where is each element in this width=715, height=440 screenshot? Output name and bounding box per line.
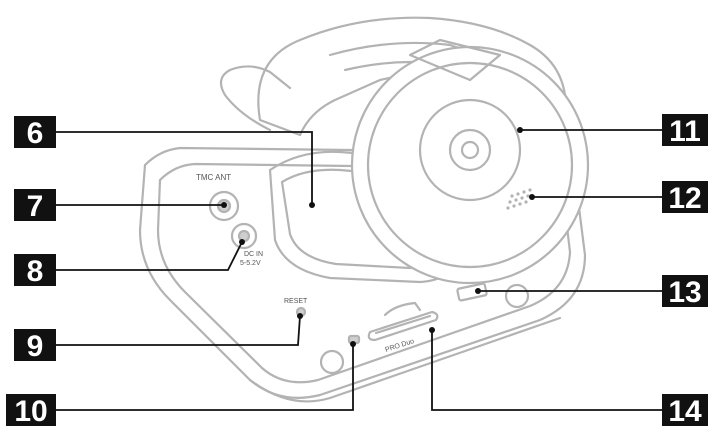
svg-text:9: 9 bbox=[27, 330, 44, 363]
dc-in-label-line2: 5-5.2V bbox=[240, 260, 261, 267]
device-illustration bbox=[138, 16, 590, 403]
leader-endpoints bbox=[221, 127, 535, 347]
callout-10: 10 bbox=[6, 394, 56, 428]
callout-8: 8 bbox=[14, 254, 56, 288]
suction-disk-center bbox=[460, 140, 480, 160]
arm-hook bbox=[219, 65, 292, 132]
base-inner bbox=[156, 162, 572, 384]
leader-14 bbox=[431, 330, 662, 411]
callout-9: 9 bbox=[14, 329, 56, 363]
leader-8 bbox=[55, 241, 243, 271]
leader-10 bbox=[55, 344, 354, 411]
svg-text:11: 11 bbox=[669, 115, 701, 148]
svg-text:14: 14 bbox=[668, 395, 702, 428]
foot-left bbox=[319, 349, 345, 375]
callout-11: 11 bbox=[662, 114, 708, 148]
tmc-ant-label: TMC ANT bbox=[196, 173, 231, 182]
callout-14: 14 bbox=[662, 394, 708, 428]
arm-ridge-1 bbox=[328, 41, 502, 64]
svg-text:13: 13 bbox=[668, 276, 701, 309]
svg-text:8: 8 bbox=[27, 255, 44, 288]
callout-7: 7 bbox=[14, 189, 56, 223]
callout-13: 13 bbox=[662, 275, 708, 309]
svg-text:10: 10 bbox=[14, 395, 47, 428]
memory-slot-eject bbox=[383, 301, 422, 317]
base-front-lip bbox=[248, 316, 562, 403]
svg-text:7: 7 bbox=[27, 190, 44, 223]
foot-right bbox=[504, 283, 530, 309]
svg-text:6: 6 bbox=[27, 117, 44, 150]
leader-9 bbox=[55, 315, 301, 346]
reset-label: RESET bbox=[284, 298, 308, 305]
suction-disk-outer bbox=[350, 45, 590, 285]
suction-disk-inner bbox=[418, 98, 522, 202]
speaker-grill bbox=[506, 188, 532, 210]
usb-port bbox=[456, 282, 488, 302]
svg-text:12: 12 bbox=[668, 182, 701, 215]
suction-disk-ring bbox=[366, 61, 574, 269]
suction-disk-hub bbox=[448, 128, 492, 172]
callout-6: 6 bbox=[14, 116, 56, 150]
leader-lines bbox=[55, 129, 662, 411]
callout-12: 12 bbox=[662, 181, 708, 215]
leader-6 bbox=[55, 131, 313, 205]
dc-in-label-line1: DC IN bbox=[244, 251, 263, 258]
disk-release-tab bbox=[408, 38, 502, 82]
